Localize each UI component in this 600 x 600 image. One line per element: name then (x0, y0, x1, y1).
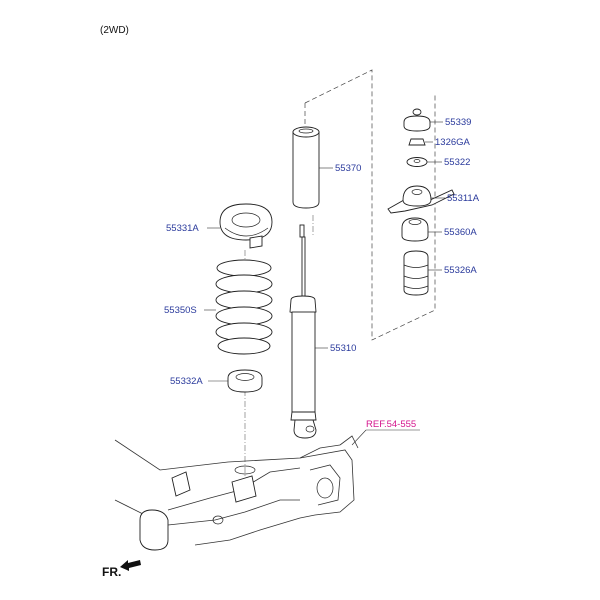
label-55360a: 55360A (444, 227, 477, 238)
part-55370-dust-boot[interactable]: 55370 (292, 126, 361, 209)
part-55311a-upper-mount[interactable]: 55311A (387, 185, 480, 214)
label-55326a: 55326A (444, 265, 477, 276)
part-55331a-upper-spring-pad[interactable]: 55331A (166, 203, 273, 249)
part-55322-washer[interactable]: 55322 (406, 157, 470, 168)
part-55326a-bump-stopper[interactable]: 55326A (403, 250, 477, 296)
rear-axle-beam (114, 435, 359, 551)
part-55332a-lower-spring-pad[interactable]: 55332A (170, 369, 263, 393)
label-55370: 55370 (335, 163, 361, 174)
label-55311a: 55311A (447, 193, 480, 204)
reference-callout[interactable]: REF.54-555 (351, 419, 420, 446)
variant-label: (2WD) (100, 25, 129, 36)
part-55360a-seat[interactable]: 55360A (401, 217, 477, 242)
front-label: FR. (102, 565, 121, 579)
label-55310: 55310 (330, 343, 356, 354)
label-1326ga: 1326GA (435, 137, 471, 148)
front-arrow-icon (120, 560, 141, 571)
part-1326ga-nut[interactable]: 1326GA (408, 137, 471, 148)
label-55350s: 55350S (164, 305, 197, 316)
label-55322: 55322 (444, 157, 470, 168)
front-direction-indicator: FR. (102, 560, 141, 579)
part-55339-bump-cap[interactable]: 55339 (403, 108, 471, 132)
label-55332a: 55332A (170, 376, 203, 387)
upper-mount-group-frame (304, 69, 436, 341)
label-55339: 55339 (445, 117, 471, 128)
part-55350s-coil-spring[interactable]: 55350S (164, 259, 273, 355)
part-55310-shock-absorber[interactable]: 55310 (289, 224, 356, 439)
label-55331a: 55331A (166, 223, 199, 234)
reference-label: REF.54-555 (366, 419, 416, 430)
